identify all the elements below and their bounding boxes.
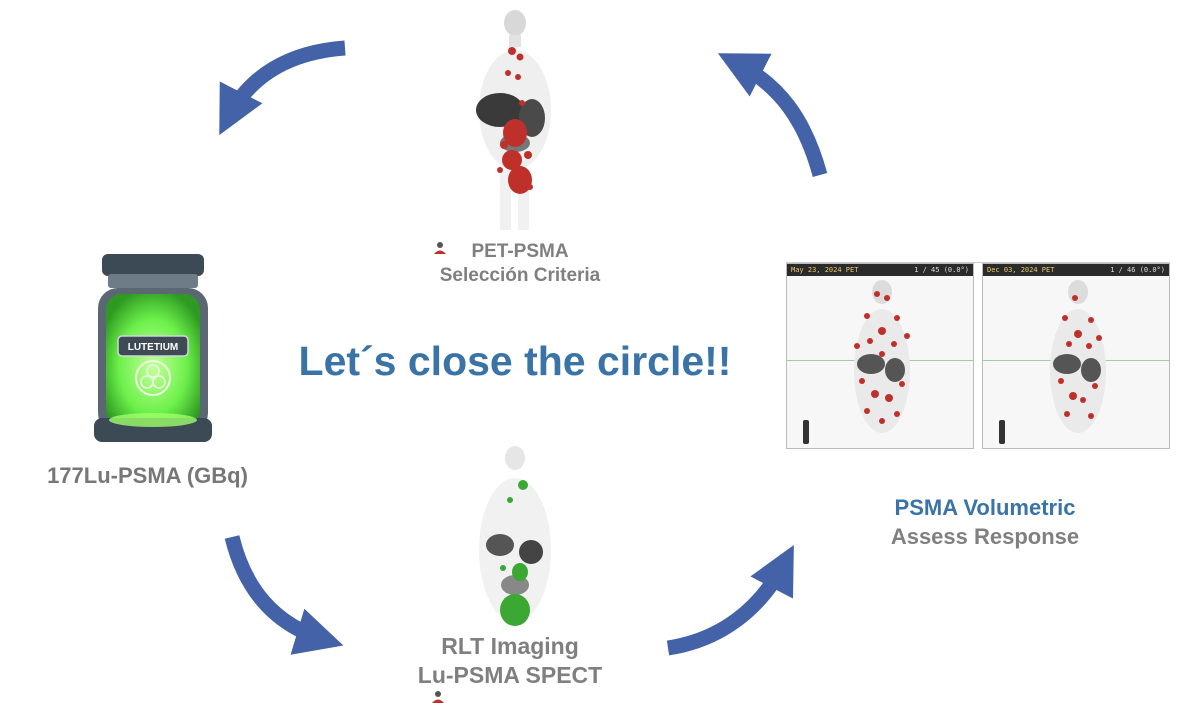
scan-after-date: Dec 03, 2024 PET — [983, 264, 1169, 276]
arrow-top-left — [219, 40, 346, 136]
pet-label-line1: PET-PSMA — [471, 241, 569, 262]
lutetium-caption: 177Lu-PSMA (GBq) — [47, 463, 248, 488]
volumetric-scan-panel: May 23, 2024 PET 1 / 45 (0.0°) Dec 03, 2… — [786, 262, 1170, 449]
pet-label-line2: Selección Criteria — [439, 264, 601, 286]
scan-after-slice: 1 / 46 (0.0°) — [1110, 266, 1165, 274]
diagram-title: Let´s close the circle!! — [298, 338, 732, 384]
lutetium-jar-icon: LUTETIUM — [94, 254, 212, 442]
patient-icon — [434, 242, 446, 254]
pet-psma-label: PET-PSMA Selección Criteria — [395, 240, 645, 288]
volumetric-line2: Assess Response — [890, 524, 1080, 550]
volumetric-line1: PSMA Volumetric — [894, 495, 1076, 520]
arrow-bottom-right — [666, 544, 794, 656]
rlt-label-line1: RLT Imaging — [441, 633, 579, 659]
arrow-bottom-left — [224, 535, 344, 655]
scan-before-body — [854, 280, 910, 433]
rlt-imaging-label: RLT Imaging Lu-PSMA SPECT — [380, 632, 640, 690]
syringe-icon — [803, 420, 809, 444]
patient-icon-bottom — [432, 691, 444, 703]
scan-before-slice: 1 / 45 (0.0°) — [914, 266, 969, 274]
scan-after-body — [1050, 280, 1106, 433]
spect-body-scan — [479, 446, 551, 626]
scan-before: May 23, 2024 PET 1 / 45 (0.0°) — [786, 263, 974, 449]
scan-before-date: May 23, 2024 PET — [787, 264, 973, 276]
arrow-top-right — [717, 53, 828, 177]
pet-body-scan — [476, 10, 551, 230]
rlt-label-line2: Lu-PSMA SPECT — [417, 661, 603, 688]
psma-volumetric-label: PSMA Volumetric Assess Response — [850, 493, 1120, 551]
syringe-icon-2 — [999, 420, 1005, 444]
scan-after: Dec 03, 2024 PET 1 / 46 (0.0°) — [982, 263, 1170, 449]
jar-label-text: LUTETIUM — [128, 342, 179, 353]
